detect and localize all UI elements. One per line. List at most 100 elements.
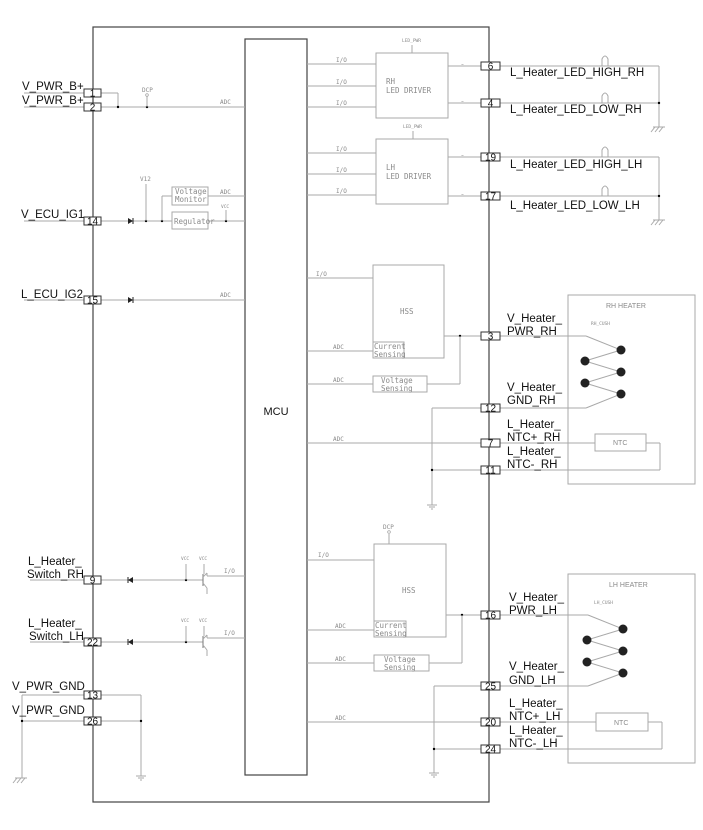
svg-text:RH: RH [386, 77, 396, 86]
switch-rh-group: VCC VCC I/O [30, 556, 245, 594]
svg-text:1: 1 [90, 89, 96, 100]
adc-label: ADC [220, 99, 231, 106]
svg-text:I/O: I/O [336, 146, 347, 153]
svg-text:15: 15 [87, 296, 99, 307]
chassis-ground-icon [650, 219, 665, 226]
svg-text:Regulator: Regulator [174, 217, 215, 226]
svg-text:NTC: NTC [614, 720, 628, 727]
ground-group [12, 694, 146, 784]
signal-label: V_PWR_B+ [22, 81, 84, 93]
rh-led-driver-group: RH LED DRIVER LED_PWR I/O I/O I/O ~ ~ [307, 38, 481, 119]
connector-pin[interactable]: 3 [480, 331, 501, 343]
svg-text:13: 13 [87, 691, 99, 702]
connector-pin[interactable]: 1 [83, 88, 102, 100]
connector-pin[interactable]: 13 [83, 690, 102, 702]
svg-text:Current: Current [375, 621, 407, 630]
rh-heater-group: RH HEATER RH_CUSH NTC [500, 294, 696, 485]
signal-label: V_PWR_GND [12, 681, 85, 693]
signal-label: L_Heater_ [509, 698, 563, 710]
connector-pin[interactable]: 4 [480, 98, 501, 110]
signal-label: Switch_LH [29, 631, 84, 643]
svg-text:Sensing: Sensing [384, 663, 416, 672]
signal-label: V_Heater_ [509, 661, 565, 673]
connector-pin[interactable]: 12 [480, 403, 501, 415]
svg-text:VCC: VCC [181, 618, 189, 624]
svg-text:26: 26 [87, 717, 99, 728]
signal-label: L_Heater_ [507, 446, 561, 458]
svg-text:LED_PWR: LED_PWR [402, 38, 421, 44]
signal-ground-icon [427, 504, 437, 510]
signal-label: GND_LH [509, 675, 556, 687]
svg-text:2: 2 [90, 103, 96, 114]
svg-text:ADC: ADC [333, 436, 344, 443]
svg-text:I/O: I/O [316, 271, 327, 278]
connector-pin[interactable]: 14 [83, 216, 102, 228]
svg-text:RH_CUSH: RH_CUSH [591, 321, 610, 327]
connector-pin[interactable]: 7 [480, 438, 501, 450]
connector-pin[interactable]: 24 [480, 744, 501, 756]
svg-text:VCC: VCC [199, 618, 207, 624]
rh-led-driver-block [375, 52, 449, 119]
connector-pin[interactable]: 16 [480, 610, 501, 622]
svg-text:LED DRIVER: LED DRIVER [386, 86, 432, 95]
svg-text:Sensing: Sensing [375, 629, 407, 638]
svg-text:ADC: ADC [220, 292, 231, 299]
connector-pin[interactable]: 2 [83, 102, 102, 114]
connector-pin[interactable]: 20 [480, 717, 501, 729]
connector-pin[interactable]: 25 [480, 681, 501, 693]
ig2-group: ADC [24, 292, 245, 303]
svg-text:14: 14 [87, 217, 99, 228]
svg-text:HSS: HSS [402, 586, 416, 595]
svg-text:LED_PWR: LED_PWR [403, 124, 422, 130]
svg-text:9: 9 [90, 576, 96, 587]
connector-pin[interactable]: 6 [480, 61, 501, 73]
svg-text:Monitor: Monitor [175, 195, 207, 204]
signal-label: L_Heater_ [28, 618, 82, 630]
svg-text:~: ~ [461, 63, 464, 68]
signal-label: NTC-_RH [507, 459, 557, 471]
svg-text:4: 4 [488, 99, 494, 110]
svg-text:ADC: ADC [220, 189, 231, 196]
svg-text:6: 6 [488, 62, 494, 73]
svg-text:Sensing: Sensing [381, 384, 413, 393]
svg-text:3: 3 [488, 332, 494, 343]
svg-text:Voltage: Voltage [384, 655, 416, 664]
svg-text:HSS: HSS [400, 307, 414, 316]
svg-text:I/O: I/O [224, 568, 235, 575]
svg-text:LED DRIVER: LED DRIVER [386, 172, 432, 181]
signal-label: L_Heater_ [509, 725, 563, 737]
led-output-rh [500, 55, 665, 133]
svg-text:I/O: I/O [318, 552, 329, 559]
svg-text:20: 20 [485, 718, 497, 729]
lh-hss-group: HSS DCP Current Sensing I/O ADC Voltage … [307, 524, 481, 778]
svg-text:ADC: ADC [333, 344, 344, 351]
rh-hss-group: HSS Current Sensing I/O ADC Voltage Sens… [307, 264, 481, 510]
lh-heater-group: LH HEATER LH_CUSH NTC [500, 573, 696, 764]
svg-text:ADC: ADC [333, 377, 344, 384]
regulator-block [171, 211, 209, 230]
svg-text:I/O: I/O [224, 630, 235, 637]
ecu-outline [92, 26, 490, 803]
signal-label: V_Heater_ [507, 382, 563, 394]
svg-text:LH: LH [386, 163, 396, 172]
connector-pin[interactable]: 19 [480, 152, 501, 164]
svg-text:I/O: I/O [336, 79, 347, 86]
connector-pin[interactable]: 22 [83, 637, 102, 649]
connector-pin[interactable]: 15 [83, 295, 102, 307]
svg-text:Voltage: Voltage [175, 187, 207, 196]
mcu-block [244, 38, 308, 776]
connector-pin[interactable]: 9 [83, 575, 102, 587]
power-bplus-group: DCP ADC [24, 87, 245, 109]
connector-pin[interactable]: 26 [83, 716, 102, 728]
rh-heater-box [567, 294, 696, 485]
signal-label: V_Heater_ [509, 592, 565, 604]
svg-text:DCP: DCP [383, 524, 394, 531]
svg-text:25: 25 [485, 682, 497, 693]
svg-text:22: 22 [87, 638, 99, 649]
svg-text:Current: Current [374, 342, 406, 351]
connector-pin[interactable]: 17 [480, 191, 501, 203]
svg-text:ADC: ADC [335, 656, 346, 663]
connector-pin[interactable]: 11 [480, 465, 501, 477]
svg-text:17: 17 [485, 192, 497, 203]
svg-text:I/O: I/O [336, 57, 347, 64]
